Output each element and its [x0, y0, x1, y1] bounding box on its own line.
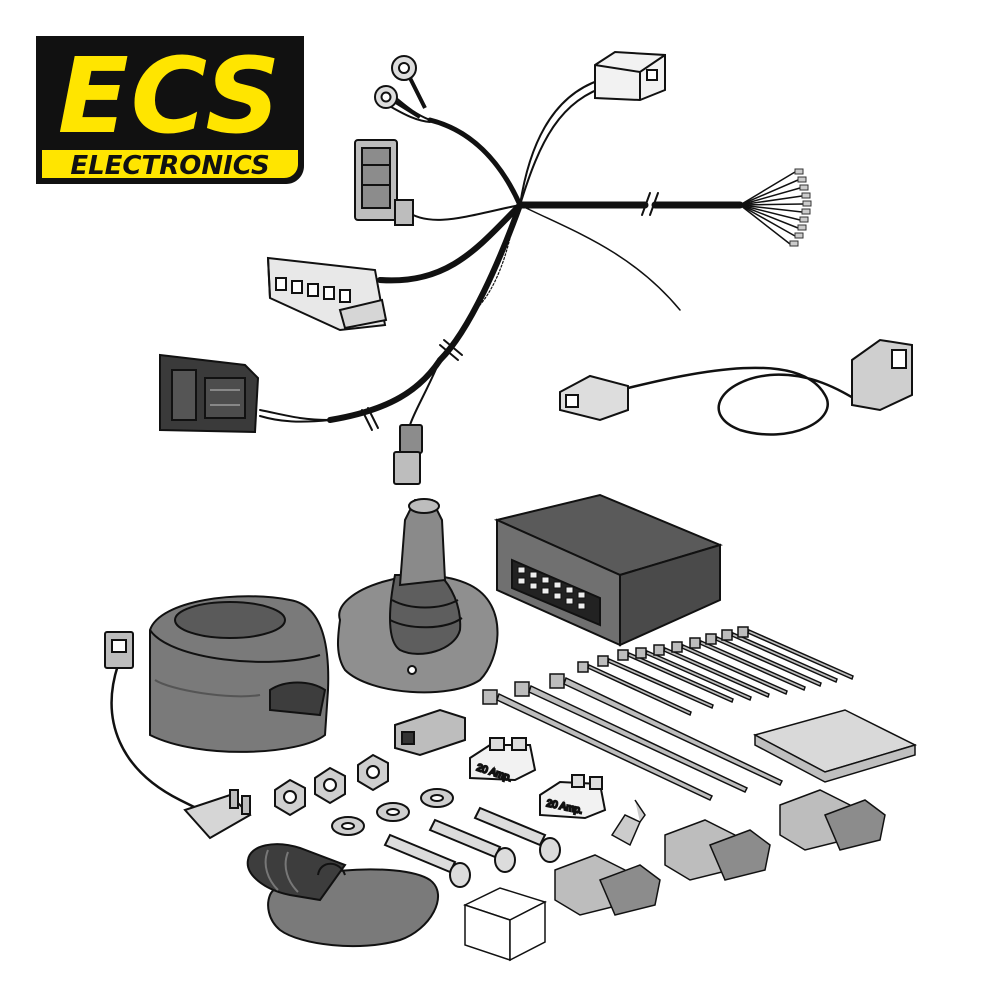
adapter-plug-left	[559, 374, 629, 422]
rubber-gasket-boot	[337, 498, 499, 694]
fuse-1: 20 Amp.	[469, 737, 537, 785]
scotch-lock-icon	[664, 819, 771, 881]
cable-tie-icon	[597, 655, 714, 710]
cable-grommet	[246, 843, 440, 948]
cable-tie-icon	[721, 629, 838, 684]
logo-word: ECS	[57, 35, 283, 157]
scotch-lock-icon	[779, 789, 886, 851]
scotch-lock-connectors	[554, 789, 886, 916]
towing-socket-13-pin	[149, 595, 330, 753]
spade-terminal-icon	[610, 799, 646, 847]
bolts	[383, 806, 561, 888]
socket-lead-plug-small	[104, 631, 134, 669]
hex-nut-icon	[357, 753, 389, 792]
scotch-lock-icon	[554, 854, 661, 916]
plug-connector-top	[594, 50, 666, 102]
spare-plug-connector	[394, 708, 466, 757]
adhesive-pad	[752, 709, 918, 783]
wiring-harness	[259, 79, 812, 431]
control-module-box	[493, 493, 723, 647]
adapter-lead	[559, 338, 913, 436]
cable-tie-icon	[577, 661, 692, 717]
cable-tie-icon	[737, 626, 854, 681]
multi-pin-connector-vertical	[354, 139, 414, 226]
bolt-icon	[428, 818, 516, 873]
nuts-and-washers	[274, 753, 454, 836]
adapter-plug-right	[851, 338, 913, 412]
clear-plastic-box	[463, 887, 547, 962]
cable-ties	[482, 626, 854, 801]
cable-tie-icon	[617, 649, 734, 704]
cable-tie-icon	[653, 644, 770, 699]
harness-wire-ends	[739, 171, 804, 245]
socket-lead	[104, 631, 252, 840]
ring-terminal-icon	[374, 55, 427, 119]
hex-nut-icon	[314, 766, 346, 805]
bolt-icon	[473, 806, 561, 863]
hex-nut-icon	[274, 778, 306, 817]
cable-tie-icon	[514, 681, 749, 793]
logo-subtext: ELECTRONICS	[70, 151, 270, 181]
logo-badge	[36, 36, 304, 184]
lock-washer-icon	[420, 788, 454, 808]
ecs-logo: ECS ELECTRONICS	[36, 36, 304, 184]
lock-washer-icon	[376, 802, 410, 822]
cable-tie-icon	[705, 633, 822, 688]
cable-tie-icon	[635, 647, 752, 702]
cable-tie-icon	[689, 637, 806, 692]
fuse-2: 20 Amp.	[539, 774, 607, 820]
vehicle-connector-black	[159, 353, 260, 434]
lock-washer-icon	[331, 816, 365, 836]
bolt-icon	[383, 833, 471, 888]
multi-pin-connector-white	[266, 256, 388, 332]
cable-tie-icon	[549, 673, 784, 786]
inline-plug-connector	[393, 424, 423, 485]
cable-tie-icon	[482, 689, 714, 801]
cable-tie-icon	[671, 641, 788, 696]
socket-lead-plug-large	[183, 789, 252, 840]
